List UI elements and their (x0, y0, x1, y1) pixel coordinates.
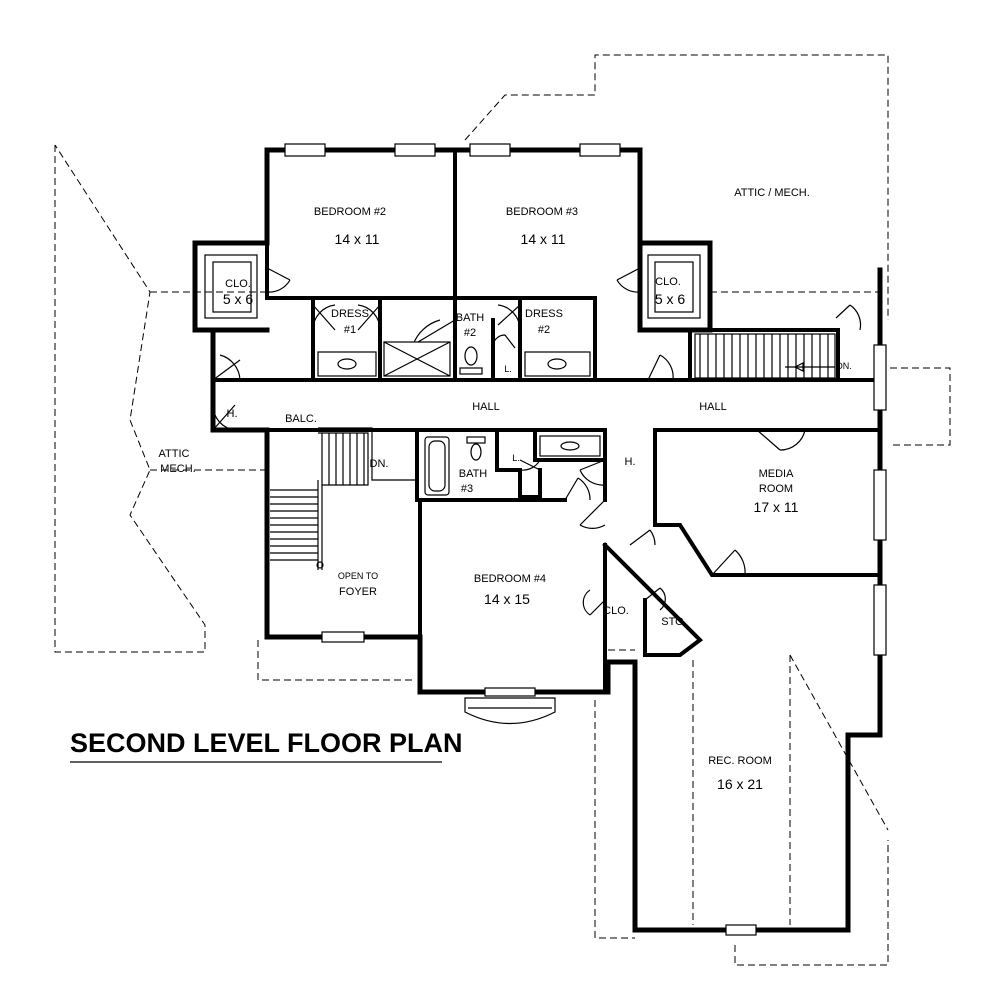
clo-left-name: CLO. (225, 278, 251, 290)
plan-title: SECOND LEVEL FLOOR PLAN (70, 728, 463, 763)
clo-right-name: CLO. (655, 276, 681, 288)
l-bath2: L. (504, 364, 512, 374)
h-left: H. (227, 408, 238, 420)
dn-left: DN. (370, 458, 389, 470)
attic-left-line1: ATTIC (159, 448, 190, 460)
attic-mech-right: ATTIC / MECH. (734, 187, 810, 199)
bath3-name: BATH (459, 468, 488, 480)
media-name2: ROOM (759, 483, 793, 495)
foyer-name: OPEN TO (338, 571, 378, 581)
dress2-name: DRESS (525, 308, 563, 320)
media-name: MEDIA (759, 468, 795, 480)
bedroom3-size: 14 x 11 (521, 231, 566, 247)
bath2-num: #2 (464, 327, 476, 339)
hall-right: HALL (699, 401, 727, 413)
attic-left-line2: MECH. (160, 463, 195, 475)
l-bath3: L. (512, 453, 520, 463)
bath2-name: BATH (456, 312, 485, 324)
foyer-name2: FOYER (339, 586, 377, 598)
exterior-walls (192, 147, 883, 933)
bedroom4-name: BEDROOM #4 (474, 573, 546, 585)
bedroom2-name: BEDROOM #2 (314, 206, 386, 218)
sto-name: STO. (661, 616, 686, 628)
dress1-num: #1 (344, 324, 356, 336)
bath3-num: #3 (461, 483, 473, 495)
roof-outline (54, 54, 951, 966)
windows (284, 143, 887, 936)
dn-right: DN. (836, 361, 852, 371)
fixtures (317, 341, 601, 496)
plan-title-text: SECOND LEVEL FLOOR PLAN (70, 728, 463, 758)
hall-left: HALL (472, 401, 500, 413)
doors (212, 267, 862, 616)
bedroom2-size: 14 x 11 (335, 231, 380, 247)
media-size: 17 x 11 (754, 499, 799, 515)
stairs-right (694, 333, 836, 379)
stairs-left (270, 427, 416, 570)
bedroom3-name: BEDROOM #3 (506, 206, 578, 218)
misc-labels: ATTIC / MECH. ATTIC MECH. HALL HALL BALC… (159, 187, 852, 475)
dress2-num: #2 (538, 324, 550, 336)
h-mid: H. (625, 456, 636, 468)
clo-left-size: 5 x 6 (223, 291, 254, 307)
room-labels: BEDROOM #2 14 x 11 BEDROOM #3 14 x 11 CL… (223, 206, 799, 792)
rec-size: 16 x 21 (717, 776, 763, 792)
balc-label: BALC. (285, 413, 317, 425)
clo-b4-name: CLO. (603, 605, 629, 617)
clo-right-size: 5 x 6 (655, 291, 686, 307)
dress1-name: DRESS (331, 308, 369, 320)
interior-walls (211, 148, 882, 694)
rec-name: REC. ROOM (708, 755, 772, 767)
bedroom4-size: 14 x 15 (484, 591, 530, 607)
closet-shelves (204, 254, 701, 319)
